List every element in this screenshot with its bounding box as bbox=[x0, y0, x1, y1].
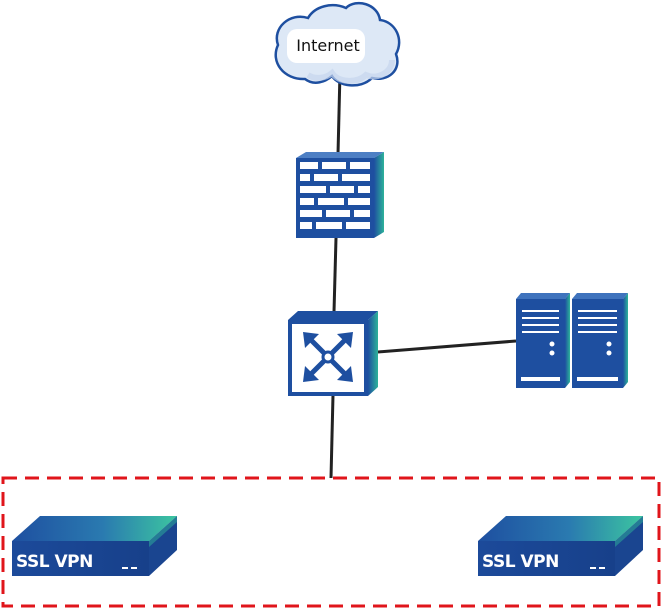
vpn-appliance-right: SSL VPN bbox=[478, 516, 643, 576]
firewall-icon bbox=[296, 152, 384, 238]
switch-icon bbox=[288, 311, 378, 396]
cloud-icon: Internet bbox=[274, 1, 401, 87]
server-icon bbox=[516, 293, 628, 388]
cloud-label: Internet bbox=[296, 36, 360, 55]
vpn-appliance-icon bbox=[12, 516, 177, 576]
vpn-appliance-left: SSL VPN bbox=[12, 516, 177, 576]
vpn-appliance-icon bbox=[478, 516, 643, 576]
server-tower-right bbox=[572, 293, 628, 388]
vpn-group-border bbox=[1, 476, 661, 608]
server-tower-left bbox=[516, 293, 570, 388]
link-switch-vpn-group bbox=[329, 394, 335, 479]
vpn-right-label: SSL VPN bbox=[482, 552, 559, 572]
link-internet-firewall bbox=[336, 71, 342, 155]
vpn-left-label: SSL VPN bbox=[16, 552, 93, 572]
link-firewall-switch bbox=[332, 237, 338, 313]
link-switch-servers bbox=[377, 339, 517, 354]
links bbox=[329, 71, 517, 479]
